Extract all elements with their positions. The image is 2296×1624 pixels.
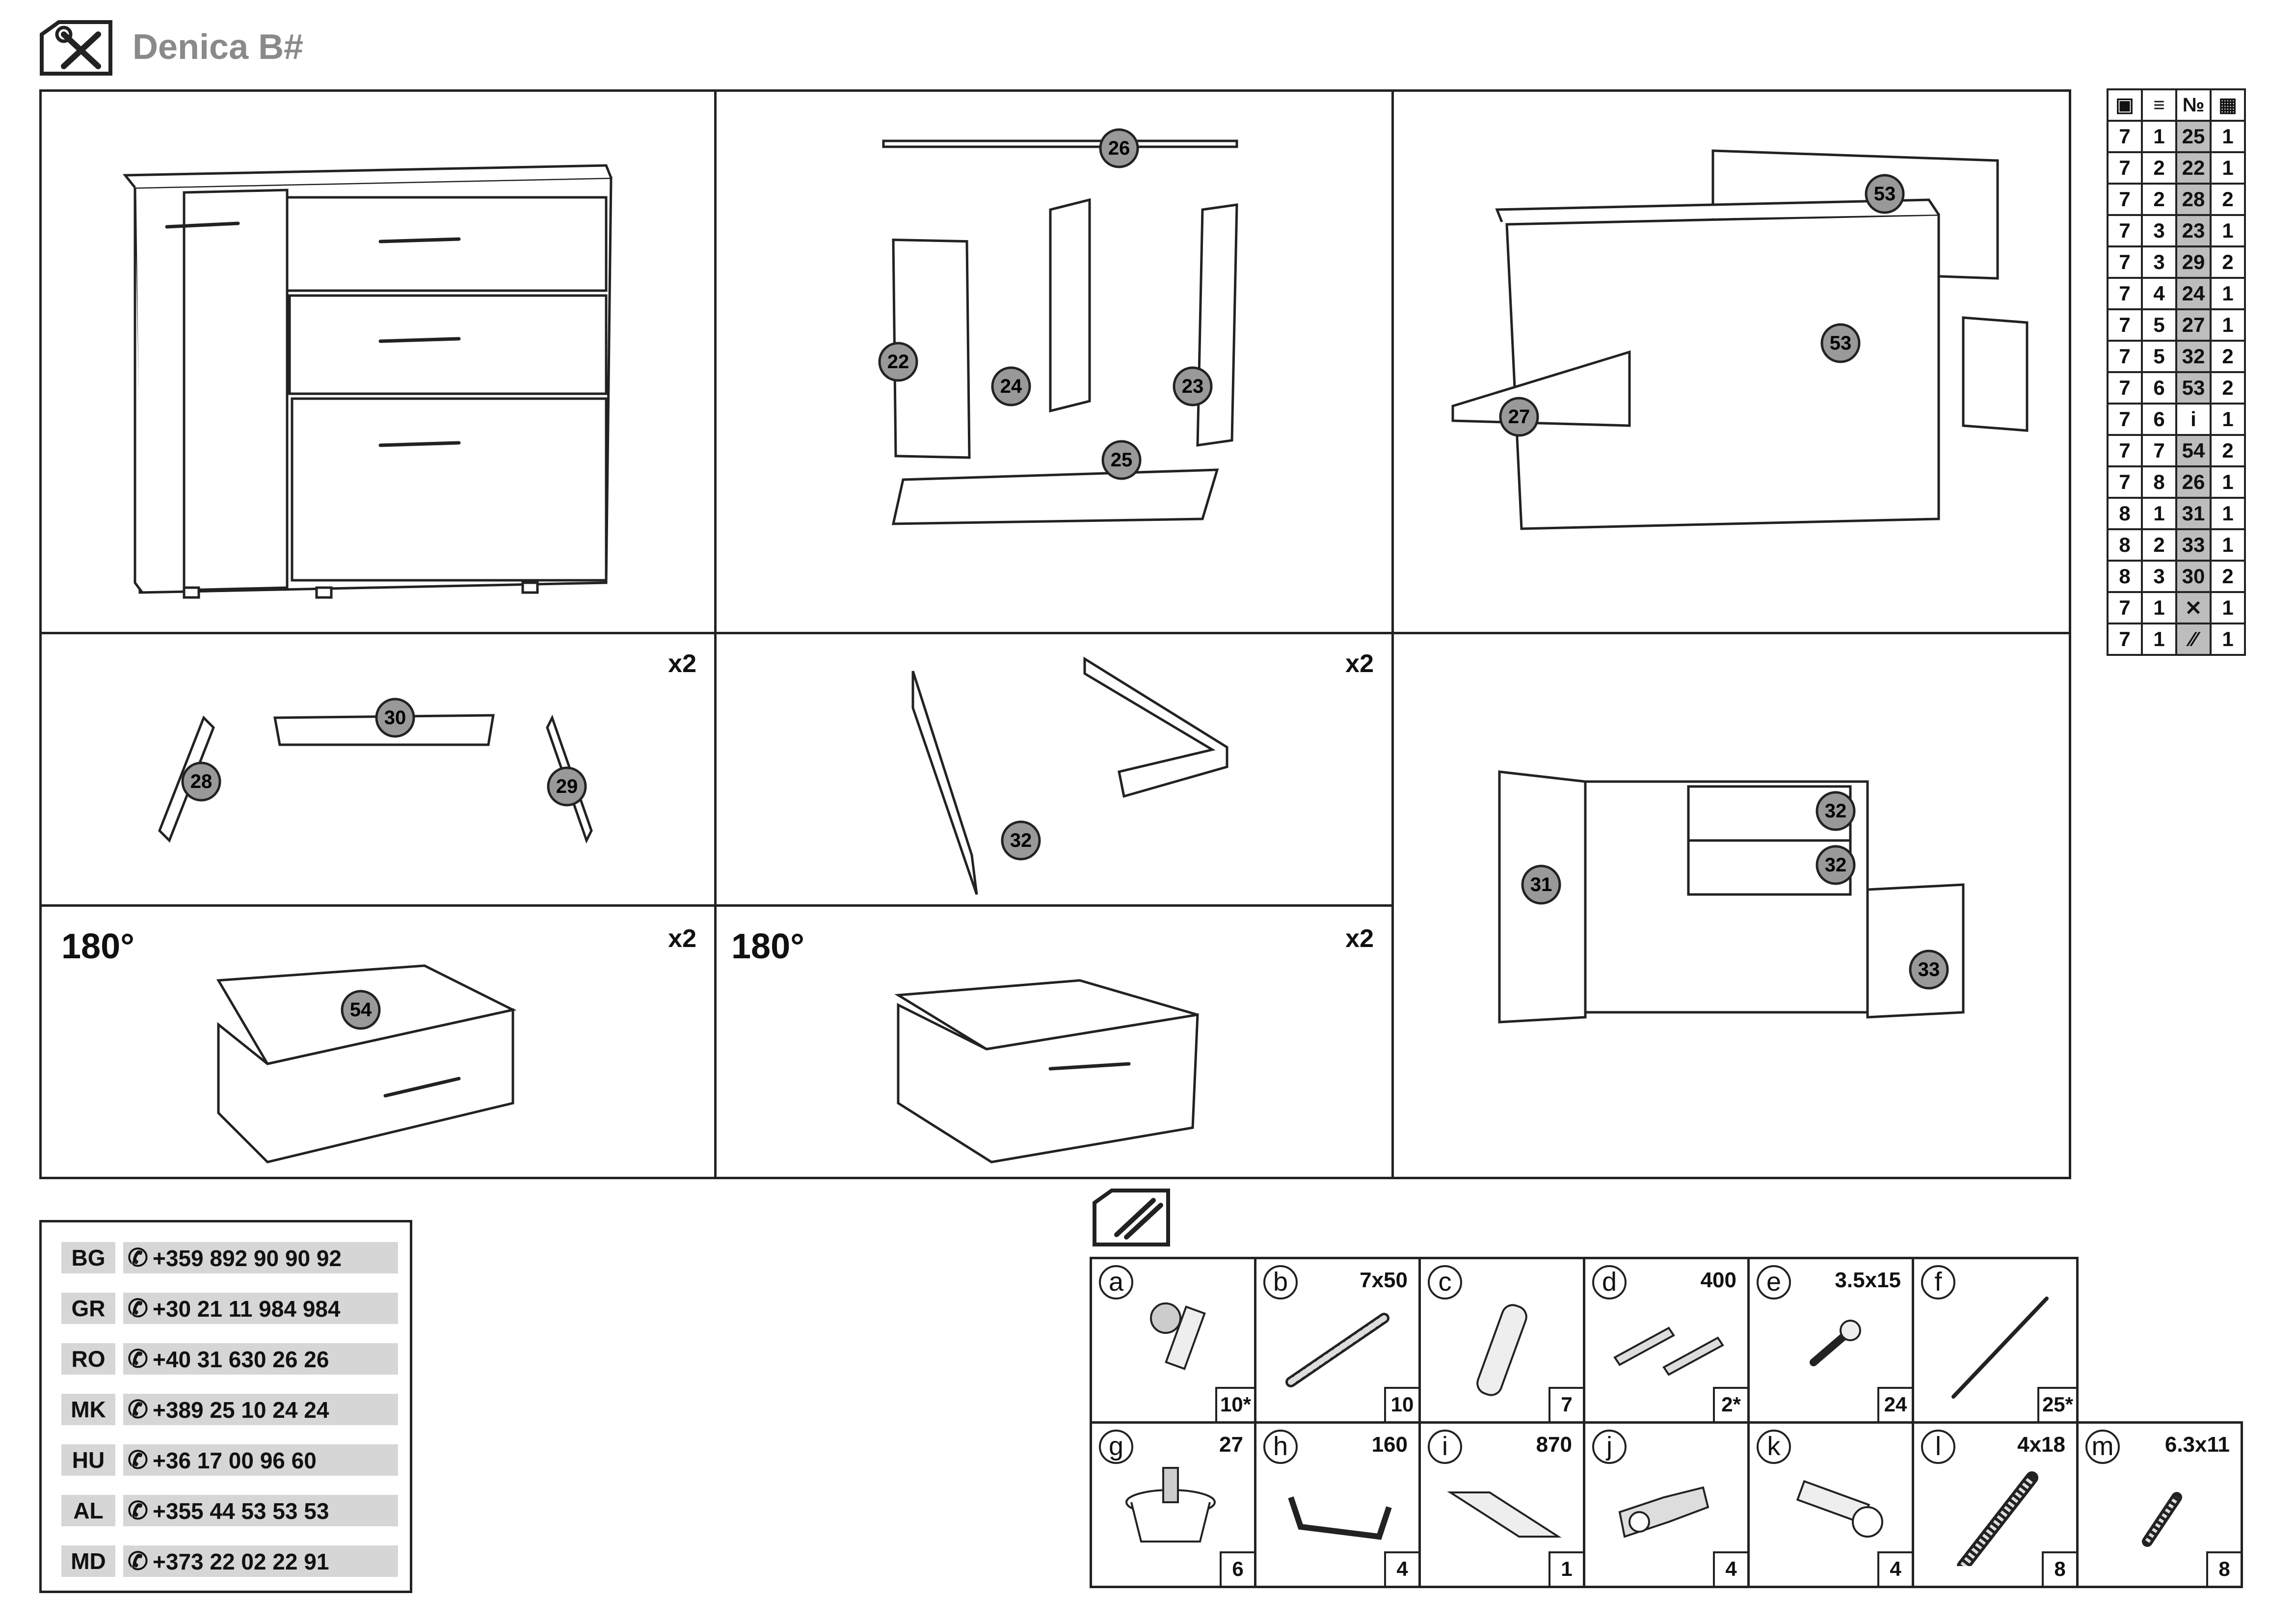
part-32-lower-label: 32	[1825, 854, 1847, 876]
quantity-x2: x2	[1345, 924, 1374, 953]
phone-icon: ✆	[128, 1396, 148, 1423]
tools-icon: ✕	[2175, 591, 2212, 624]
phone-icon: ✆	[128, 1295, 148, 1322]
part-54-label: 54	[350, 999, 372, 1021]
part-33-label: 33	[1918, 959, 1940, 980]
part-32-upper-label: 32	[1825, 800, 1847, 822]
rail-icon: ⁄⁄	[2175, 623, 2212, 656]
small-screw-icon	[1810, 1320, 1861, 1366]
part-27-label: 27	[1508, 406, 1530, 428]
step-1-panel	[39, 89, 717, 634]
part-53-inner-label: 53	[1830, 332, 1852, 354]
page-title: Denica B#	[133, 27, 304, 67]
number-header: №	[2175, 88, 2212, 122]
part-31-label: 31	[1530, 874, 1552, 895]
wood-dowel-icon	[1476, 1304, 1527, 1396]
phone-icon: ✆	[128, 1446, 148, 1474]
part-24-label: 24	[1000, 376, 1022, 397]
part-22-label: 22	[887, 351, 909, 373]
part-29-label: 29	[556, 776, 578, 797]
part-32-label: 32	[1010, 830, 1032, 851]
support-phones: BG✆+359 892 90 90 92 GR✆+30 21 11 984 98…	[39, 1220, 412, 1593]
part-23-label: 23	[1182, 376, 1204, 397]
rotate-180-label: 180°	[731, 927, 804, 966]
part-53-top-label: 53	[1874, 183, 1896, 205]
short-screw-icon	[2142, 1492, 2182, 1547]
connector-profile-icon	[1447, 1491, 1562, 1538]
assembled-cabinet-illustration	[122, 164, 613, 599]
nail-icon	[1951, 1297, 2049, 1399]
handle-icon	[1288, 1496, 1392, 1540]
tools-icon	[39, 20, 113, 76]
phone-icon: ✆	[128, 1497, 148, 1524]
leveling-foot-icon	[1125, 1467, 1216, 1543]
part-25-label: 25	[1111, 449, 1133, 471]
hardware-icon	[1092, 1188, 1171, 1247]
knob-connector-icon	[1796, 1480, 1883, 1538]
step-6-panel: 31 32 32 33	[1391, 632, 2071, 1179]
rotate-180-label: 180°	[61, 927, 134, 966]
phone-icon: ✆	[128, 1547, 148, 1575]
step-2-panel: 26 22 24 23 25	[714, 89, 1394, 634]
step-8-panel: 180° x2	[714, 904, 1394, 1179]
part-30-label: 30	[384, 707, 406, 729]
phone-icon: ✆	[128, 1345, 148, 1373]
step-7-panel: 180° x2 54	[39, 904, 717, 1179]
quantity-x2: x2	[1345, 650, 1374, 678]
hinge-icon	[1618, 1486, 1709, 1538]
stack-icon: ≡	[2141, 88, 2177, 122]
parts-table-header: ▣ ≡ № ▦	[2107, 88, 2246, 122]
step-3-panel: 53 53 27	[1391, 89, 2071, 634]
quantity-x2: x2	[668, 650, 696, 678]
step-5-panel: x2 32	[714, 632, 1394, 907]
part-28-label: 28	[190, 771, 213, 792]
cam-lock-icon	[1150, 1302, 1206, 1370]
phone-icon: ✆	[128, 1244, 148, 1272]
package-icon: ▣	[2107, 88, 2143, 122]
quantity-x2: x2	[668, 924, 696, 953]
confirmat-screw-icon	[1285, 1313, 1389, 1387]
screw-icon	[1957, 1471, 2038, 1566]
drawer-runner-icon	[1613, 1326, 1724, 1376]
part-26-label: 26	[1108, 137, 1130, 159]
quantity-icon: ▦	[2210, 88, 2246, 122]
step-4-panel: x2 30 28 29	[39, 632, 717, 907]
